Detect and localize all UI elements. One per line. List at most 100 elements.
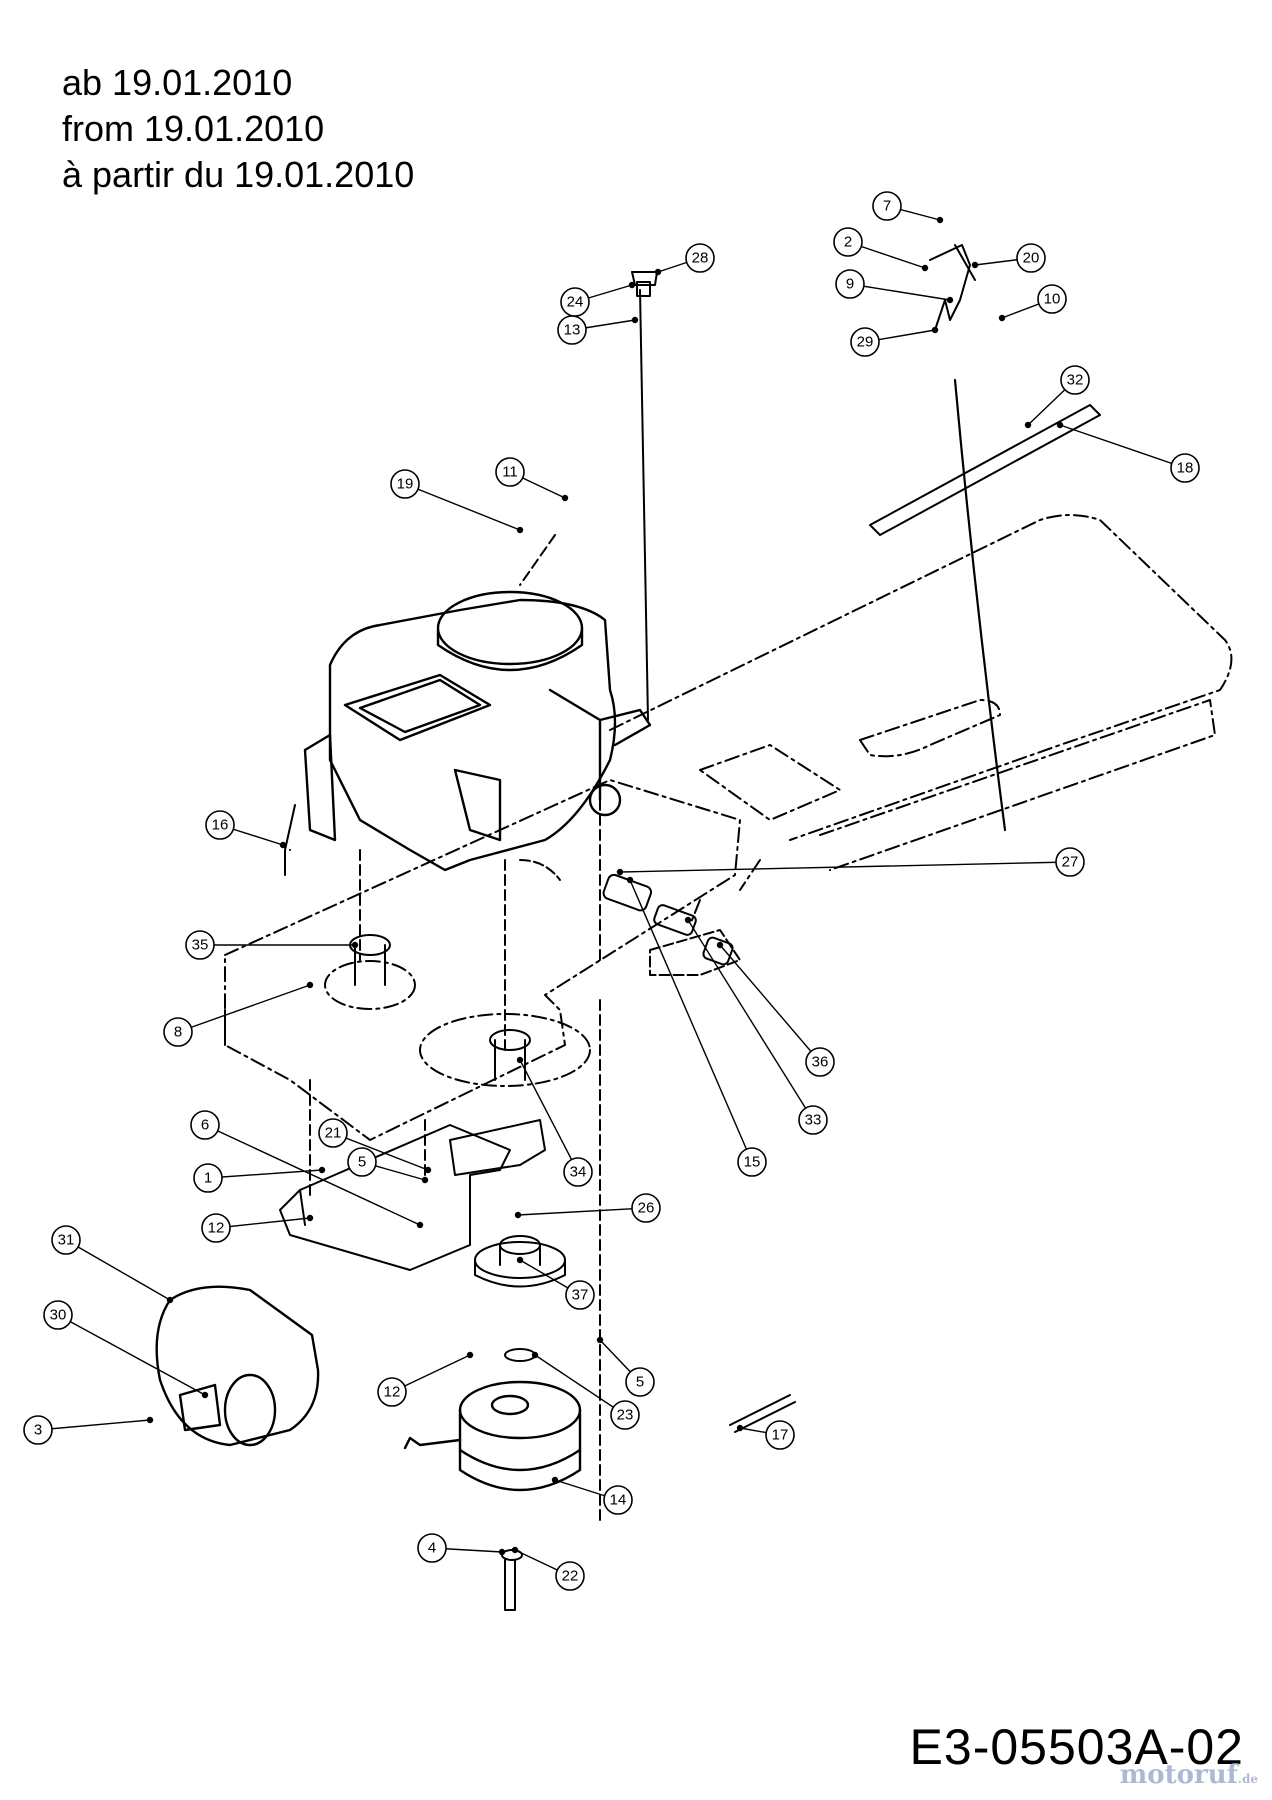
leader-line <box>332 1132 429 1171</box>
callout-35: 35 <box>185 930 215 960</box>
callout-circle <box>872 191 902 221</box>
callout-number: 9 <box>846 276 854 293</box>
callout-number: 16 <box>212 817 229 834</box>
callout-circle <box>625 1367 655 1397</box>
leader-arrowhead <box>511 1546 519 1554</box>
leader-arrowhead <box>1056 421 1064 429</box>
leader-arrowhead <box>1024 421 1032 429</box>
callout-number: 34 <box>570 1164 587 1181</box>
callout-circle <box>835 269 865 299</box>
callout-number: 33 <box>805 1112 822 1129</box>
leader-arrowhead <box>421 1176 429 1184</box>
callout-5: 5 <box>625 1367 655 1397</box>
callout-circle <box>1060 365 1090 395</box>
choke-cable <box>284 804 296 876</box>
callout-28: 28 <box>685 243 715 273</box>
callout-circle <box>51 1225 81 1255</box>
callout-number: 26 <box>638 1200 655 1217</box>
leader-arrowhead <box>931 326 939 334</box>
date-block: ab 19.01.2010 from 19.01.2010 à partir d… <box>62 60 414 198</box>
callout-number: 24 <box>567 294 584 311</box>
callout-27: 27 <box>1055 847 1085 877</box>
callout-number: 13 <box>564 322 581 339</box>
callout-circle <box>417 1533 447 1563</box>
callout-circle <box>205 810 235 840</box>
callout-number: 27 <box>1062 854 1079 871</box>
callout-number: 3 <box>34 1422 42 1439</box>
leader-line <box>534 1354 626 1416</box>
leader-arrowhead <box>616 868 624 876</box>
callout-number: 12 <box>384 1384 401 1401</box>
leader-arrowhead <box>516 1256 524 1264</box>
callout-13: 13 <box>557 315 587 345</box>
callout-29: 29 <box>850 327 880 357</box>
leader-arrowhead <box>971 261 979 269</box>
callout-number: 12 <box>208 1220 225 1237</box>
callout-24: 24 <box>560 287 590 317</box>
callout-8: 8 <box>163 1017 193 1047</box>
leader-line <box>687 919 814 1121</box>
callout-number: 8 <box>174 1024 182 1041</box>
callout-number: 30 <box>50 1307 67 1324</box>
throttle-cable <box>929 244 1007 832</box>
cable-ties <box>729 1394 796 1433</box>
callout-7: 7 <box>872 191 902 221</box>
callout-circle <box>190 1110 220 1140</box>
engine-body <box>303 590 652 872</box>
callout-circle <box>1037 284 1067 314</box>
callout-number: 35 <box>192 937 209 954</box>
muffler <box>155 1285 320 1447</box>
callout-26: 26 <box>631 1193 661 1223</box>
callout-circle <box>737 1147 767 1177</box>
callout-17: 17 <box>765 1420 795 1450</box>
callout-number: 14 <box>610 1492 627 1509</box>
callout-circle <box>555 1561 585 1591</box>
callout-circle <box>560 287 590 317</box>
callout-circle <box>318 1118 348 1148</box>
leader-arrowhead <box>279 841 287 849</box>
callout-3: 3 <box>23 1415 53 1445</box>
callout-9: 9 <box>835 269 865 299</box>
callout-36: 36 <box>805 1047 835 1077</box>
callout-6: 6 <box>190 1110 220 1140</box>
callout-18: 18 <box>1170 453 1200 483</box>
leader-line <box>215 1217 311 1229</box>
callout-circle <box>193 1163 223 1193</box>
leader-line <box>849 283 951 301</box>
callout-34: 34 <box>563 1157 593 1187</box>
callout-circle <box>685 243 715 273</box>
dipstick-tube <box>631 271 658 721</box>
fuel-pump <box>602 873 734 966</box>
callout-number: 29 <box>857 334 874 351</box>
leader-arrowhead <box>716 941 724 949</box>
callout-number: 37 <box>572 1287 589 1304</box>
callout-circle <box>347 1147 377 1177</box>
callout-number: 2 <box>844 234 852 251</box>
callout-number: 18 <box>1177 460 1194 477</box>
callout-19: 19 <box>390 469 420 499</box>
leader-line <box>57 1314 206 1396</box>
date-line-english: from 19.01.2010 <box>62 108 325 149</box>
callout-2: 2 <box>833 227 863 257</box>
spacer-tubes <box>349 934 531 1081</box>
engine-mount-plate <box>224 779 741 1141</box>
heat-shield <box>449 1119 546 1176</box>
callout-14: 14 <box>603 1485 633 1515</box>
callout-number: 6 <box>201 1117 209 1134</box>
callout-20: 20 <box>1016 243 1046 273</box>
callout-circle <box>1016 243 1046 273</box>
leader-arrowhead <box>596 1336 604 1344</box>
leader-line <box>65 1239 171 1301</box>
callout-circle <box>603 1485 633 1515</box>
leader-arrowhead <box>466 1351 474 1359</box>
callout-10: 10 <box>1037 284 1067 314</box>
callout-12: 12 <box>201 1213 231 1243</box>
callout-number: 21 <box>325 1125 342 1142</box>
leader-arrowhead <box>736 1424 744 1432</box>
leader-arrowhead <box>531 1351 539 1359</box>
callout-1: 1 <box>193 1163 223 1193</box>
leader-arrowhead <box>318 1166 326 1174</box>
callout-number: 32 <box>1067 372 1084 389</box>
electric-pto-clutch <box>403 1380 582 1492</box>
callout-22: 22 <box>555 1561 585 1591</box>
